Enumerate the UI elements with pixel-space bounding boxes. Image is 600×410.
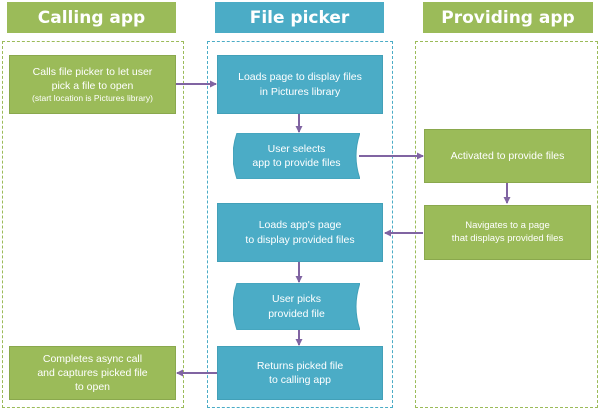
calls-file-picker-text: Calls file picker to let user pick a fil… [32,65,153,92]
user-picks-file-step: User picks provided file [233,283,360,330]
user-picks-file-text: User picks provided file [268,293,325,320]
navigates-step: Navigates to a page that displays provid… [424,205,591,260]
providing-app-header: Providing app [423,2,593,33]
document-shape-icon [233,133,360,179]
document-shape-icon [233,283,360,330]
start-location-note: (start location is Pictures library) [32,92,153,103]
calling-app-header: Calling app [7,2,176,33]
completes-async-call-step: Completes async call and captures picked… [9,346,176,400]
providing-app-lane [415,41,598,408]
loads-pictures-library-step: Loads page to display files in Pictures … [217,55,383,114]
loads-app-page-step: Loads app's page to display provided fil… [217,203,383,262]
activated-step: Activated to provide files [424,129,591,183]
file-picker-header: File picker [215,2,384,33]
calls-file-picker-step: Calls file picker to let user pick a fil… [9,55,176,114]
file-picker-lane [207,41,393,408]
user-selects-app-step: User selects app to provide files [233,133,360,179]
calling-app-lane [2,41,184,408]
returns-picked-file-step: Returns picked file to calling app [217,346,383,400]
user-selects-app-text: User selects app to provide files [252,142,341,169]
